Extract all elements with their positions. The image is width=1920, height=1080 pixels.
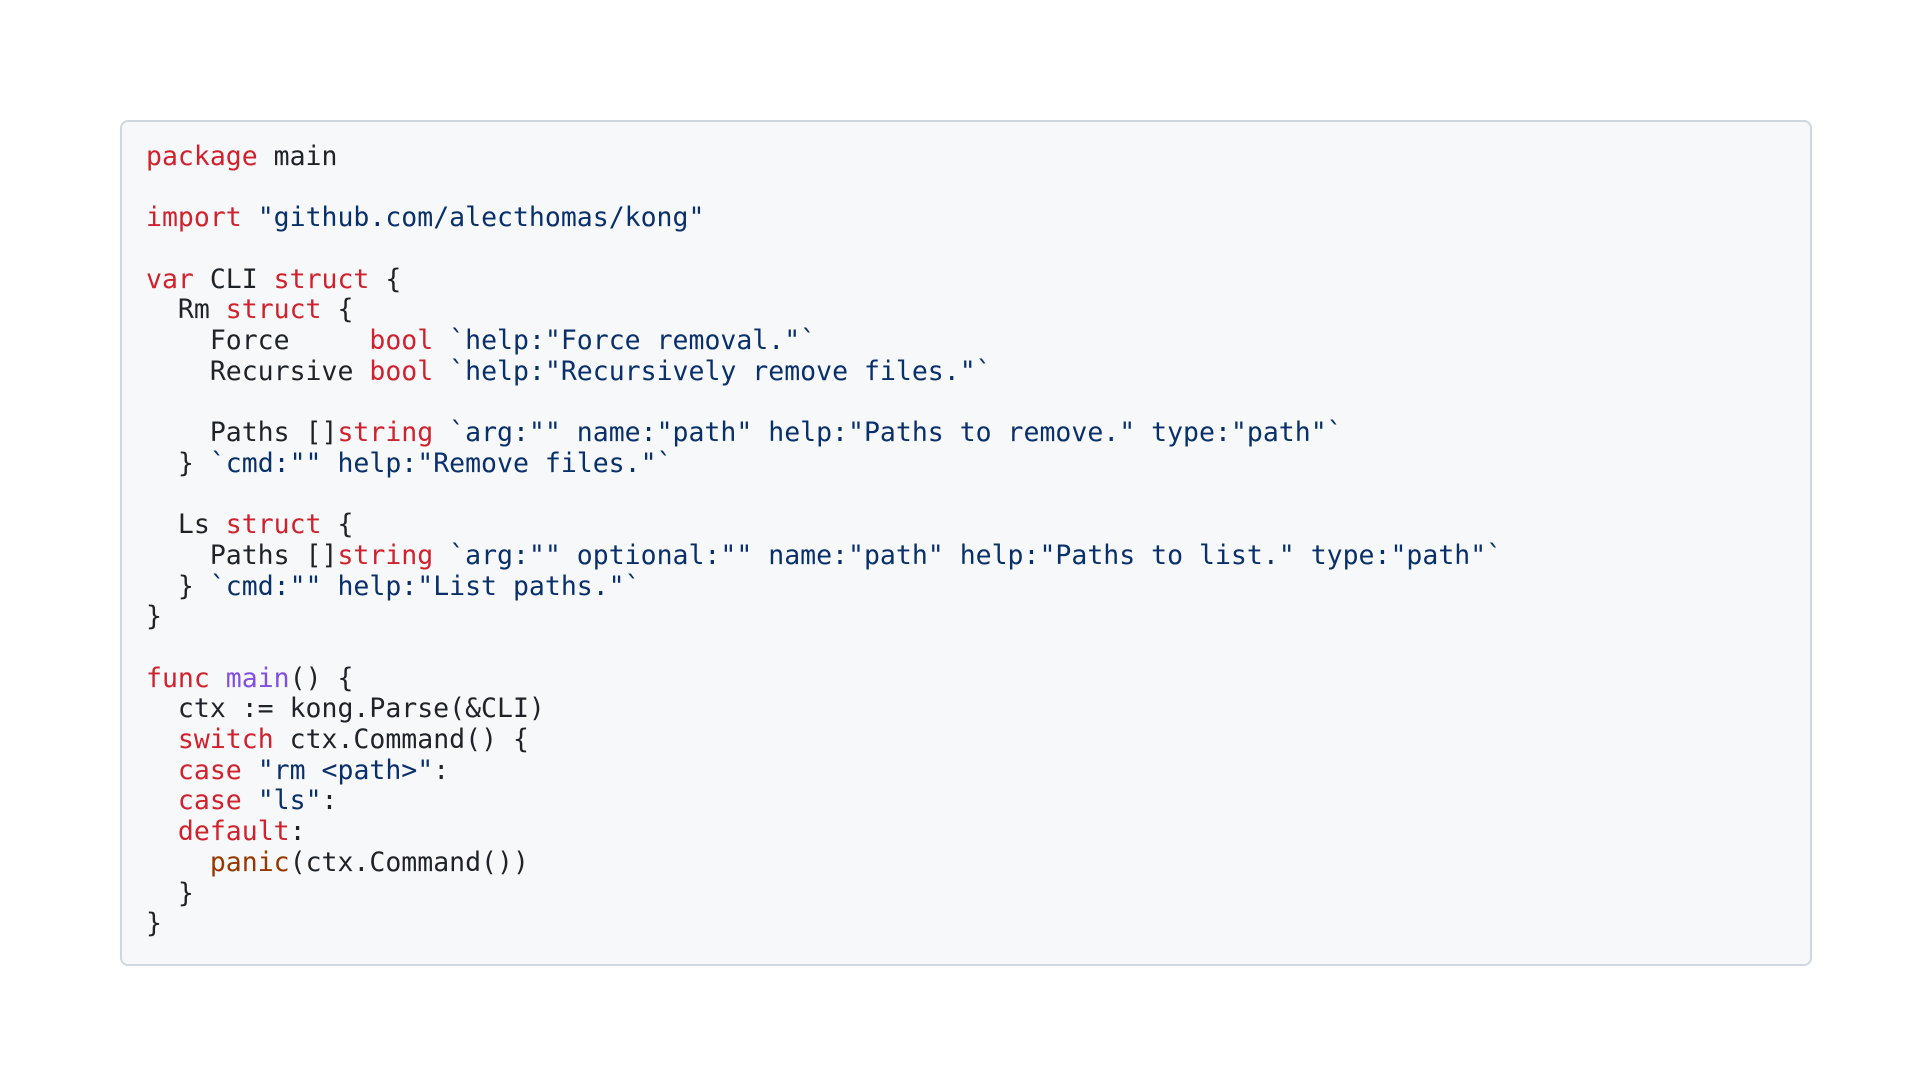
code-token-function: main [225,662,290,694]
code-line: switch ctx.Command() { [146,724,1786,756]
code-token-text: } [146,601,162,633]
code-line: Recursive bool `help:"Recursively remove… [146,355,1786,388]
code-token-text: } [146,447,210,479]
code-token-text [146,847,210,878]
code-token-keyword: package [146,141,258,172]
code-token-text: (ctx.Command()) [289,846,529,878]
code-token-string: `cmd:"" help:"List paths."` [209,570,641,602]
code-token-text: Ls [146,509,226,541]
code-line: ​ [146,173,1786,204]
code-line: } [146,908,1786,940]
code-token-text: : [289,816,306,848]
code-line: import "github.com/alecthomas/kong" [146,203,1786,234]
code-token-string: `arg:"" name:"path" help:"Paths to remov… [449,417,1343,449]
code-line: } `cmd:"" help:"Remove files."` [146,447,1786,480]
code-token-keyword: case [177,754,242,786]
code-token-text [146,724,178,755]
code-token-text: } [146,908,162,940]
code-token-text: Paths [] [146,539,338,571]
code-token-string: "github.com/alecthomas/kong" [257,202,705,234]
code-token-text: { [369,263,402,295]
code-token-text [242,202,258,233]
code-token-text: : [433,754,450,786]
code-token-string: `arg:"" optional:"" name:"path" help:"Pa… [449,539,1503,571]
code-token-text: Force [146,325,370,357]
code-line: ctx := kong.Parse(&CLI) [146,694,1786,725]
code-token-builtin: panic [209,846,290,878]
code-token-string: `cmd:"" help:"Remove files."` [209,447,673,479]
code-token-text [242,755,258,786]
code-line: package main [146,141,1786,173]
code-line: case "ls": [146,786,1786,817]
code-line: Force bool `help:"Force removal."` [146,325,1786,357]
code-token-string: "ls" [257,785,322,817]
code-token-text [146,785,178,816]
code-line: Paths []string `arg:"" name:"path" help:… [146,417,1786,449]
code-line: } [146,601,1786,633]
code-token-string: `help:"Force removal."` [449,325,817,357]
code-token-text [433,325,449,356]
code-line: ​ [146,480,1786,511]
code-token-text: : [321,785,338,817]
code-line: default: [146,816,1786,848]
code-token-keyword: bool [369,355,434,387]
code-line: panic(ctx.Command()) [146,846,1786,879]
code-token-text: { [321,509,354,541]
code-token-text [146,755,178,786]
code-token-text [146,816,178,847]
code-block: package main​import "github.com/alecthom… [120,120,1812,966]
code-token-text [210,663,226,694]
code-token-keyword: string [337,417,434,449]
code-token-keyword: switch [177,724,274,756]
code-token-text [433,356,449,387]
code-listing: package main​import "github.com/alecthom… [146,141,1786,940]
code-line: var CLI struct { [146,263,1786,296]
code-token-text: } [146,570,210,602]
code-line: } `cmd:"" help:"List paths."` [146,570,1786,603]
code-token-text [433,540,449,571]
code-line: ​ [146,388,1786,419]
code-line: Paths []string `arg:"" optional:"" name:… [146,539,1786,572]
code-token-text: () { [289,662,354,694]
code-line: case "rm <path>": [146,754,1786,787]
code-line: ​ [146,633,1786,664]
code-line: func main() { [146,662,1786,695]
code-token-keyword: bool [369,325,434,357]
code-token-keyword: import [146,202,242,234]
code-token-keyword: default [177,816,290,848]
code-line: } [146,877,1786,910]
code-token-keyword: struct [273,263,370,295]
code-token-text [433,417,449,448]
code-line: Rm struct { [146,295,1786,326]
code-token-text: ctx := kong.Parse(&CLI) [146,693,545,725]
code-token-text: { [321,294,354,326]
code-token-text: main [257,141,338,172]
code-token-text: ctx.Command() { [273,724,529,756]
code-token-keyword: var [146,263,194,295]
code-token-text: } [146,877,194,909]
code-token-keyword: func [146,662,210,694]
code-token-keyword: struct [225,509,322,541]
code-token-text: Paths [] [146,417,338,449]
code-token-keyword: case [177,785,242,817]
code-line: Ls struct { [146,509,1786,541]
code-token-text: Rm [146,294,226,326]
code-token-text: CLI [193,263,274,295]
code-token-string: `help:"Recursively remove files."` [449,355,992,387]
code-token-keyword: string [337,539,434,571]
code-token-keyword: struct [225,294,322,326]
code-token-text: Recursive [146,355,370,387]
code-line: ​ [146,234,1786,265]
code-token-text [242,785,258,816]
code-token-string: "rm <path>" [257,754,434,786]
